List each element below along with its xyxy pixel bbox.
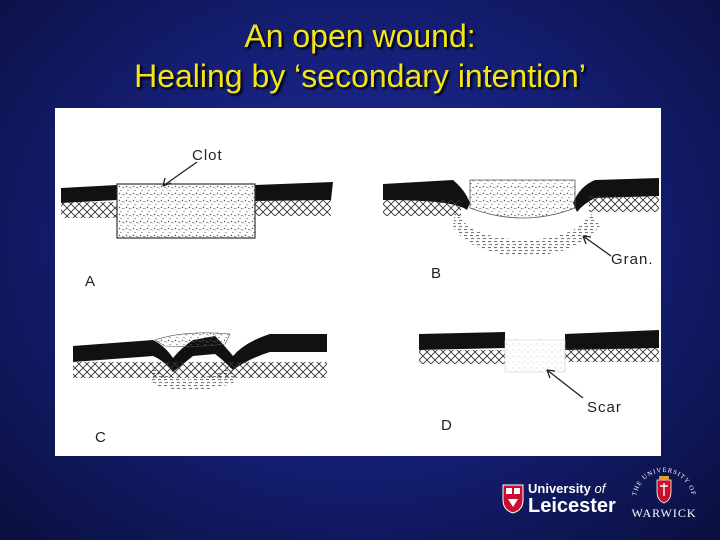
- dermis-right-b: [589, 196, 659, 212]
- leicester-crest-icon: [502, 484, 524, 514]
- epidermis-d: [419, 332, 505, 350]
- label-gran: Gran.: [611, 251, 654, 268]
- wound-healing-diagram: Clot Gran. Scar A B C D: [55, 108, 661, 456]
- epidermis-right-b: [573, 178, 659, 212]
- clot-a: [116, 183, 256, 239]
- epidermis-left-a: [61, 185, 117, 203]
- dermis-left-b: [383, 200, 461, 216]
- panel-a: [61, 161, 333, 239]
- panel-label-b: B: [431, 265, 441, 282]
- label-scar: Scar: [587, 399, 622, 416]
- scar-pointer-arrow: [546, 369, 584, 399]
- diagram-svg: Clot Gran. Scar A B C D: [61, 147, 659, 446]
- slide-title: An open wound: Healing by ‘secondary int…: [0, 16, 720, 96]
- warwick-crest-icon: THE UNIVERSITY OF: [631, 467, 696, 504]
- granulation-tissue-c: [150, 366, 235, 391]
- title-line-1: An open wound:: [244, 18, 476, 54]
- epidermis-c: [73, 334, 327, 372]
- dermis-left-d: [419, 350, 505, 364]
- clot-pointer-arrow: [162, 161, 198, 187]
- scar-tissue-d: [504, 339, 566, 373]
- panel-label-a: A: [85, 273, 95, 290]
- leicester-wordmark-main: Leicester: [528, 495, 616, 517]
- warwick-logo: THE UNIVERSITY OF WARWICK: [626, 464, 702, 526]
- label-clot: Clot: [192, 147, 223, 164]
- epidermis-right-a: [255, 182, 333, 201]
- epidermis-right-d: [565, 330, 659, 350]
- dermis-right-d: [565, 348, 659, 362]
- panel-d: [419, 330, 659, 399]
- university-logos: University of Leicester THE UNIVERSITY O…: [498, 464, 708, 526]
- scab-b: [469, 179, 576, 219]
- leicester-logo: University of Leicester: [498, 480, 620, 520]
- leicester-university-text: University: [528, 481, 591, 496]
- leicester-wordmark-top: University of: [528, 481, 605, 496]
- granulation-tissue-b: [453, 208, 600, 256]
- panel-b: [383, 178, 659, 257]
- warwick-wordmark: WARWICK: [631, 506, 697, 520]
- dermis-left-a: [61, 202, 117, 218]
- gran-pointer-arrow: [582, 235, 612, 257]
- dermis-right-a: [255, 200, 331, 216]
- panel-label-d: D: [441, 417, 452, 434]
- leicester-of-text: of: [594, 481, 606, 496]
- scab-c: [154, 332, 231, 347]
- panel-c: [73, 332, 327, 391]
- title-line-2: Healing by ‘secondary intention’: [134, 58, 586, 94]
- dermis-c: [73, 362, 327, 378]
- panel-label-c: C: [95, 429, 106, 446]
